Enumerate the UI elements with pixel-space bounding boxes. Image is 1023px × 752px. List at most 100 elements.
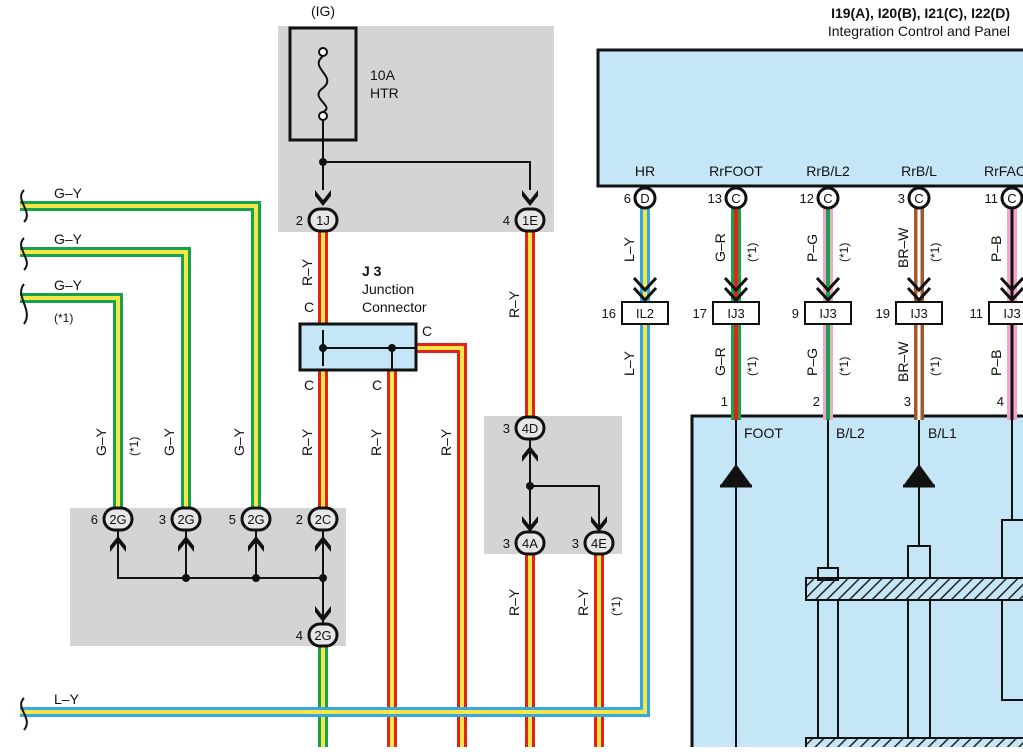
actuator-shaft bbox=[1001, 599, 1023, 701]
ecu-name: Integration Control and Panel bbox=[828, 23, 1010, 39]
wire-label-ry: R–Y bbox=[299, 428, 315, 456]
ecu-pin-number: 3 bbox=[904, 394, 911, 409]
wire-label-ly: L–Y bbox=[621, 236, 637, 262]
actuator-shaft bbox=[817, 599, 839, 739]
splice-dot bbox=[182, 574, 190, 582]
wire-note: (*1) bbox=[745, 243, 759, 262]
pin-number: 5 bbox=[229, 512, 236, 527]
ecu-pin-number: 2 bbox=[813, 394, 820, 409]
wire-label-gr: G–R bbox=[712, 347, 728, 376]
junction-pin-c: C bbox=[372, 377, 382, 393]
junction-pin-c: C bbox=[304, 377, 314, 393]
ecu-connector-circle bbox=[633, 186, 1023, 210]
connector-code: 1E bbox=[522, 213, 538, 228]
junction-pin-c: C bbox=[422, 323, 432, 339]
pin-number: 2 bbox=[296, 213, 303, 228]
wire-label-ry: R–Y bbox=[506, 588, 522, 616]
diode-icon bbox=[903, 464, 935, 486]
servo-motor-plate bbox=[805, 737, 1023, 751]
actuator-contact bbox=[1001, 519, 1023, 579]
pin-number: 11 bbox=[985, 191, 999, 206]
actuator-shaft bbox=[907, 599, 931, 739]
ecu-terminal-hr: HR bbox=[635, 163, 655, 179]
wire-label-ly: L–Y bbox=[621, 350, 637, 376]
connector-code: 4D bbox=[522, 421, 539, 436]
ecu-inner-bl2: B/L2 bbox=[836, 425, 865, 441]
connector-code: D bbox=[640, 191, 649, 206]
junction-name-line2: Connector bbox=[362, 299, 427, 315]
splice-dot bbox=[319, 344, 327, 352]
wire-label-pb: P–B bbox=[988, 236, 1004, 262]
ecu-terminal-rrfac: RrFAC bbox=[984, 163, 1023, 179]
ecu-terminal-rrbl: RrB/L bbox=[901, 163, 937, 179]
inline-pin-number: 16 bbox=[602, 306, 616, 321]
pin-number: 3 bbox=[503, 421, 510, 436]
connector-code: 2G bbox=[314, 628, 331, 643]
arrow-up-icon bbox=[110, 446, 538, 552]
wire-label-pb: P–B bbox=[988, 350, 1004, 376]
junction-name-line1: Junction bbox=[362, 281, 414, 297]
arrow-down-icon bbox=[315, 190, 607, 622]
splice-dot bbox=[252, 574, 260, 582]
fuse-name: HTR bbox=[370, 85, 399, 101]
connector-code: C bbox=[731, 191, 740, 206]
connector-code: 2C bbox=[315, 512, 332, 527]
wire-label-brw: BR–W bbox=[895, 227, 911, 268]
wire-ry-3 bbox=[416, 343, 467, 747]
wire-label-gy: G–Y bbox=[54, 185, 83, 201]
wire-label-ry: R–Y bbox=[575, 588, 591, 616]
servo-motor-plate bbox=[805, 577, 1023, 601]
inline-pin-number: 9 bbox=[792, 306, 799, 321]
inline-connector-code: IL2 bbox=[636, 306, 654, 321]
connector-oval bbox=[102, 207, 615, 648]
wire-gy-2 bbox=[20, 247, 191, 510]
wire-label-ry: R–Y bbox=[438, 428, 454, 456]
inline-pin-number: 19 bbox=[876, 306, 890, 321]
wire-note: (*1) bbox=[837, 243, 851, 262]
diode-icon bbox=[720, 464, 752, 486]
connector-code: 2G bbox=[177, 512, 194, 527]
splice-dot bbox=[526, 482, 534, 490]
wire-gy-1 bbox=[20, 201, 261, 510]
inline-connector-code: IJ3 bbox=[1003, 306, 1020, 321]
ecu-terminal-rrbl2: RrB/L2 bbox=[806, 163, 850, 179]
wire-label-brw: BR–W bbox=[895, 341, 911, 382]
splice-dot bbox=[388, 344, 396, 352]
wire-note: (*1) bbox=[745, 357, 759, 376]
wire bbox=[323, 161, 531, 190]
fuse-terminal bbox=[318, 111, 328, 121]
harness-break-icon bbox=[20, 189, 28, 731]
wire-label-ry: R–Y bbox=[506, 290, 522, 318]
inline-pin-number: 11 bbox=[970, 306, 984, 321]
wire-label-gr: G–R bbox=[712, 233, 728, 262]
connector-code: C bbox=[823, 191, 832, 206]
wire-label-gy: G–Y bbox=[93, 427, 109, 456]
pin-number: 3 bbox=[572, 536, 579, 551]
wire-label-ly: L–Y bbox=[54, 691, 80, 707]
ecu-top-block bbox=[596, 48, 1023, 188]
actuator-contact bbox=[907, 545, 931, 579]
connector-code: 2G bbox=[109, 512, 126, 527]
wire-label-gy: G–Y bbox=[161, 427, 177, 456]
ecu-terminal-rrfoot: RrFOOT bbox=[709, 163, 763, 179]
connector-code: 4A bbox=[522, 536, 538, 551]
wire-note: (*1) bbox=[54, 311, 73, 325]
ecu-inner-bl1: B/L1 bbox=[928, 425, 957, 441]
pin-number: 3 bbox=[159, 512, 166, 527]
wire-label-gy: G–Y bbox=[54, 277, 83, 293]
fuse-terminal bbox=[318, 47, 328, 57]
wire-note: (*1) bbox=[127, 437, 141, 456]
junction-code: J 3 bbox=[362, 263, 382, 279]
wire-note: (*1) bbox=[837, 357, 851, 376]
double-chevron-icon bbox=[632, 276, 1023, 303]
wire-note: (*1) bbox=[928, 357, 942, 376]
pin-number: 3 bbox=[503, 536, 510, 551]
connector-code: 2G bbox=[247, 512, 264, 527]
inline-connector-code: IJ3 bbox=[819, 306, 836, 321]
pin-number: 3 bbox=[898, 191, 905, 206]
fuse-element-icon bbox=[317, 55, 329, 113]
inline-connector-box bbox=[621, 301, 1023, 325]
fuse-rating: 10A bbox=[370, 67, 396, 83]
